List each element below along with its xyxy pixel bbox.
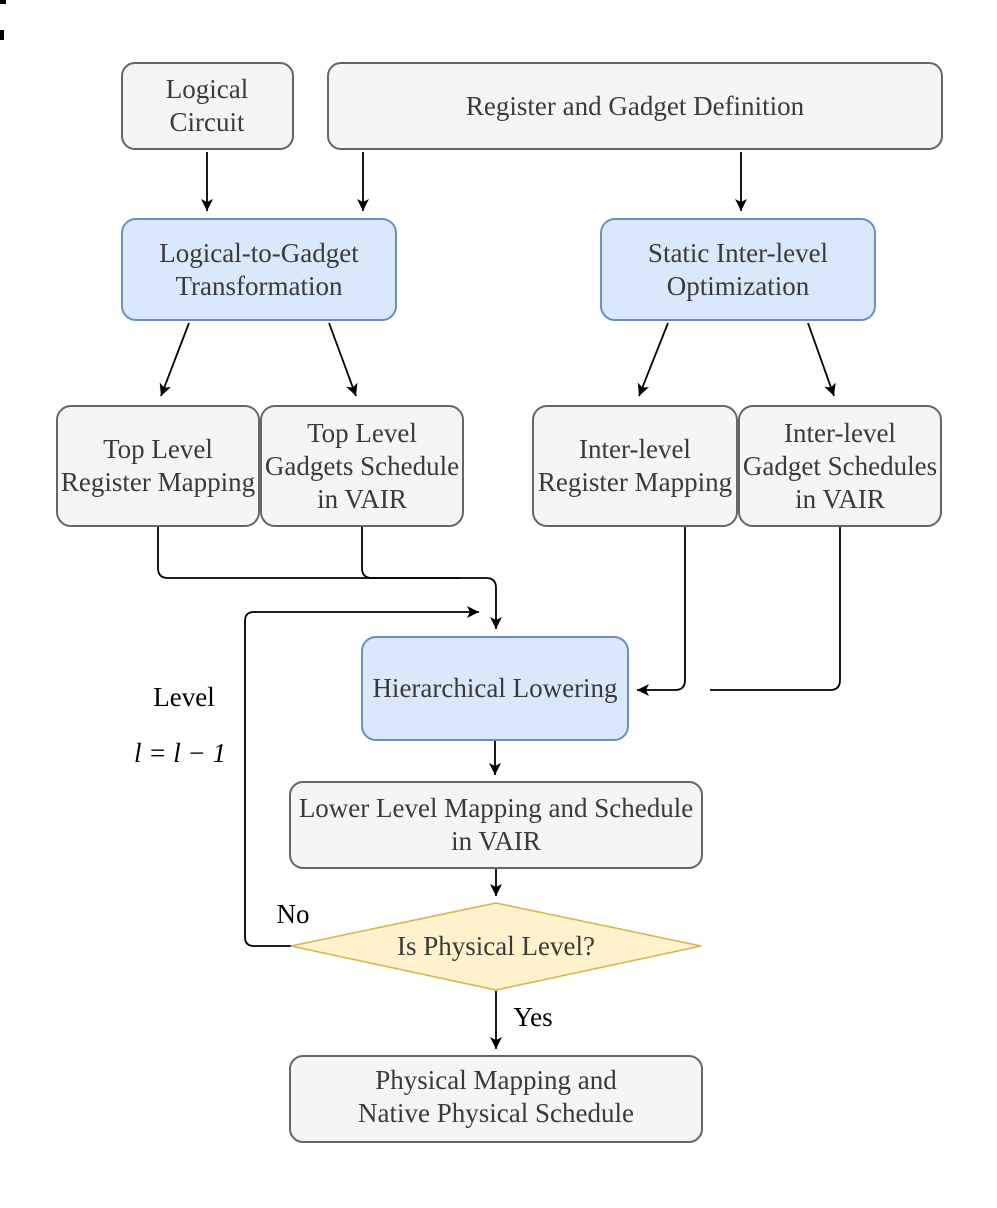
node-top-level-gadgets-schedule-box [260, 405, 464, 527]
node-top-level-gadgets-schedule-label-line1: Top Level [307, 418, 417, 448]
node-static-inter-level-optimization: Static Inter-level Optimization [600, 218, 876, 321]
edge-inter-register-mapping-to-lowering [637, 527, 686, 696]
node-logical-circuit-label-line1: Logical [166, 74, 248, 104]
node-top-level-gadgets-schedule-label-line3: in VAIR [317, 484, 407, 514]
node-lower-level-mapping-schedule-box [289, 781, 703, 869]
node-is-physical-level-diamond [290, 902, 702, 991]
node-physical-mapping-schedule-box [289, 1055, 703, 1143]
node-inter-level-register-mapping-box [532, 405, 738, 527]
node-inter-level-gadget-schedules-label-line3: in VAIR [795, 484, 885, 514]
node-physical-mapping-schedule-label-line1: Physical Mapping and [375, 1065, 617, 1095]
edge-optimization-to-inter-register-mapping [637, 322, 669, 397]
edge-top-register-mapping-to-lowering [157, 527, 502, 629]
node-top-level-gadgets-schedule-label-line2: Gadgets Schedule [265, 451, 459, 481]
node-register-gadget-definition-label: Register and Gadget Definition [466, 91, 805, 121]
edges [157, 152, 841, 1049]
node-lower-level-mapping-schedule-label-line1: Lower Level Mapping and Schedule [299, 793, 693, 823]
node-inter-level-gadget-schedules-box [738, 405, 942, 527]
node-top-level-register-mapping-label-line2: Register Mapping [61, 467, 255, 497]
node-inter-level-register-mapping: Inter-level Register Mapping [532, 405, 738, 527]
node-logical-to-gadget-transformation-label-line2: Transformation [176, 271, 343, 301]
node-physical-mapping-schedule-label-line2: Native Physical Schedule [358, 1098, 634, 1128]
edge-loopback-no [244, 606, 479, 947]
node-static-inter-level-optimization-label-line2: Optimization [667, 271, 810, 301]
node-top-level-register-mapping-box [56, 405, 260, 527]
edge-inter-gadget-schedules-to-lowering [710, 527, 841, 691]
node-logical-to-gadget-transformation: Logical-to-Gadget Transformation [121, 218, 397, 321]
node-hierarchical-lowering-box [361, 636, 629, 741]
node-register-gadget-definition-box [327, 62, 943, 150]
edge-transformation-to-top-gadgets-schedule [328, 322, 358, 397]
node-inter-level-gadget-schedules: Inter-level Gadget Schedules in VAIR [738, 405, 942, 527]
node-inter-level-register-mapping-label-line2: Register Mapping [538, 467, 732, 497]
node-inter-level-register-mapping-label-line1: Inter-level [579, 434, 691, 464]
node-hierarchical-lowering-label: Hierarchical Lowering [372, 673, 617, 703]
edge-labels: No Yes Level l = l − 1 [134, 682, 553, 1032]
node-logical-circuit-label-line2: Circuit [170, 107, 245, 137]
node-top-level-gadgets-schedule: Top Level Gadgets Schedule in VAIR [260, 405, 464, 527]
edge-label-loop-level: Level [153, 682, 214, 712]
edge-top-gadgets-schedule-to-lowering [361, 527, 460, 579]
screen-edge-artifact [0, 0, 6, 4]
edge-label-yes: Yes [513, 1002, 552, 1032]
node-inter-level-gadget-schedules-label-line1: Inter-level [784, 418, 896, 448]
node-static-inter-level-optimization-box [600, 218, 876, 321]
node-is-physical-level-decision: Is Physical Level? [290, 902, 702, 991]
node-static-inter-level-optimization-label-line1: Static Inter-level [648, 238, 828, 268]
node-logical-to-gadget-transformation-box [121, 218, 397, 321]
edge-optimization-to-inter-gadget-schedules [807, 322, 836, 397]
node-register-gadget-definition: Register and Gadget Definition [327, 62, 943, 150]
node-lower-level-mapping-schedule: Lower Level Mapping and Schedule in VAIR [289, 781, 703, 869]
node-top-level-register-mapping: Top Level Register Mapping [56, 405, 260, 527]
node-physical-mapping-schedule: Physical Mapping and Native Physical Sch… [289, 1055, 703, 1143]
node-inter-level-gadget-schedules-label-line2: Gadget Schedules [743, 451, 937, 481]
node-logical-to-gadget-transformation-label-line1: Logical-to-Gadget [159, 238, 359, 268]
node-top-level-register-mapping-label-line1: Top Level [103, 434, 213, 464]
node-logical-circuit-box [121, 62, 294, 150]
node-is-physical-level-label: Is Physical Level? [397, 931, 595, 961]
node-logical-circuit: Logical Circuit [121, 62, 294, 150]
edge-label-loop-decrement: l = l − 1 [134, 738, 226, 768]
edge-transformation-to-top-register-mapping [159, 322, 190, 397]
edge-label-no: No [277, 899, 310, 929]
node-hierarchical-lowering: Hierarchical Lowering [361, 636, 629, 741]
node-lower-level-mapping-schedule-label-line2: in VAIR [451, 826, 541, 856]
screen-edge-artifact [0, 30, 4, 40]
